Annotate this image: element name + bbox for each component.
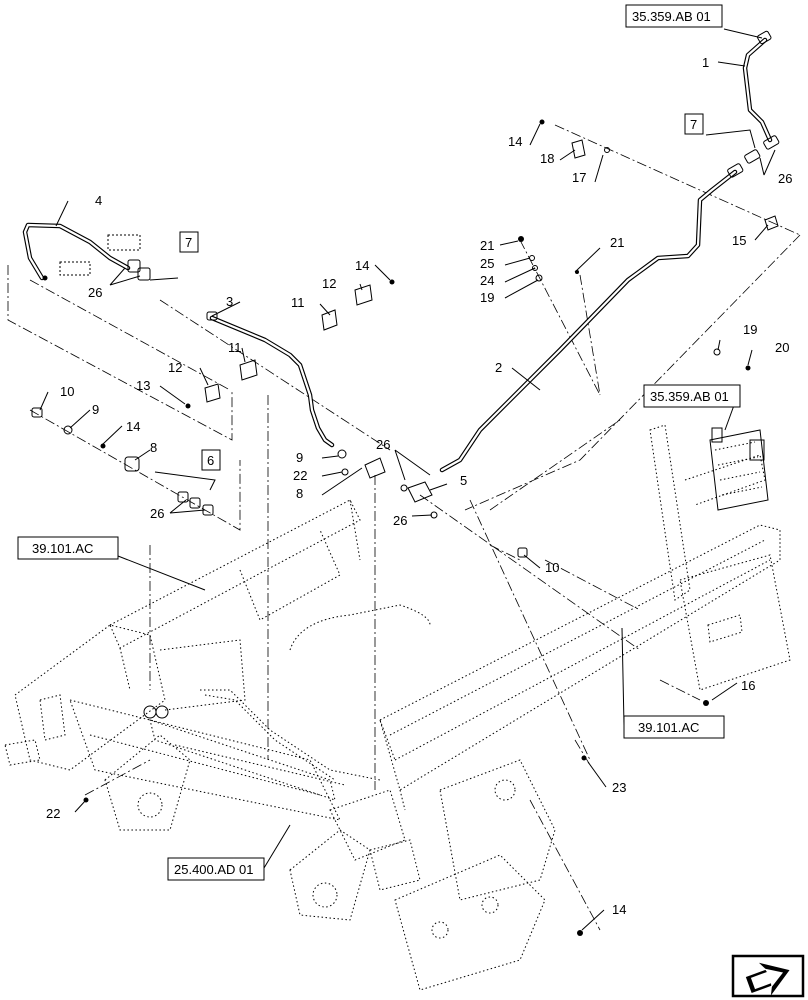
callout-18: 18 (540, 151, 554, 166)
callout-22b: 22 (46, 806, 60, 821)
reference-link-39-101-ac-right[interactable]: 39.101.AC (623, 715, 725, 739)
callout-16: 16 (741, 678, 755, 693)
svg-text:6: 6 (207, 453, 214, 468)
callout-21b: 21 (610, 235, 624, 250)
callout-23: 23 (612, 780, 626, 795)
svg-text:25.400.AD 01: 25.400.AD 01 (174, 862, 254, 877)
callout-15: 15 (732, 233, 746, 248)
callout-12a: 12 (322, 276, 336, 291)
callout-17: 17 (572, 170, 586, 185)
callout-11b: 11 (228, 340, 242, 355)
callout-4: 4 (95, 193, 102, 208)
boxed-callout-7-top: 7 (684, 113, 704, 135)
callout-26a: 26 (778, 171, 792, 186)
callout-2: 2 (495, 360, 502, 375)
callout-8b: 8 (296, 486, 303, 501)
callout-26b: 26 (88, 285, 102, 300)
hydraulic-line-2 (439, 169, 738, 473)
fittings (31, 30, 780, 936)
hydraulic-line-3 (209, 315, 335, 448)
callout-14d: 14 (612, 902, 626, 917)
callout-11a: 11 (291, 295, 305, 310)
callout-5: 5 (460, 473, 467, 488)
callout-10a: 10 (60, 384, 74, 399)
callout-26c: 26 (376, 437, 390, 452)
svg-text:35.359.AB 01: 35.359.AB 01 (650, 389, 729, 404)
callout-1: 1 (702, 55, 709, 70)
chassis-frame (4, 424, 791, 991)
leader-lines (39, 28, 776, 931)
callout-14a: 14 (508, 134, 522, 149)
callout-numbers: 1 2 3 4 5 8 8 9 9 10 10 11 11 12 12 13 1… (46, 55, 792, 917)
reference-link-39-101-ac-left[interactable]: 39.101.AC (17, 536, 119, 560)
callout-20: 20 (775, 340, 789, 355)
callout-26e: 26 (150, 506, 164, 521)
callout-21a: 21 (480, 238, 494, 253)
callout-3: 3 (226, 294, 233, 309)
reference-link-35-359-ab-01-valve[interactable]: 35.359.AB 01 (643, 384, 741, 408)
callout-14c: 14 (126, 419, 140, 434)
callout-8a: 8 (150, 440, 157, 455)
svg-text:7: 7 (690, 117, 697, 132)
reference-link-35-359-ab-01-top[interactable]: 35.359.AB 01 (625, 4, 723, 28)
callout-19a: 19 (480, 290, 494, 305)
hydraulic-line-4 (22, 222, 131, 281)
callout-10b: 10 (545, 560, 559, 575)
callout-24: 24 (480, 273, 494, 288)
callout-14b: 14 (355, 258, 369, 273)
callout-26d: 26 (393, 513, 407, 528)
hydraulic-line-1 (742, 37, 773, 143)
callout-9a: 9 (92, 402, 99, 417)
assembly-lines (7, 124, 801, 931)
svg-text:39.101.AC: 39.101.AC (638, 720, 699, 735)
callout-13: 13 (136, 378, 150, 393)
arrow-next-icon[interactable] (731, 954, 805, 999)
valve-assembly (709, 427, 769, 511)
svg-text:35.359.AB 01: 35.359.AB 01 (632, 9, 711, 24)
svg-text:7: 7 (185, 235, 192, 250)
callout-12b: 12 (168, 360, 182, 375)
callout-25: 25 (480, 256, 494, 271)
reference-link-25-400-ad-01[interactable]: 25.400.AD 01 (167, 857, 265, 881)
callout-9b: 9 (296, 450, 303, 465)
callout-19b: 19 (743, 322, 757, 337)
callout-22a: 22 (293, 468, 307, 483)
boxed-callout-7-left: 7 (179, 231, 199, 253)
svg-text:39.101.AC: 39.101.AC (32, 541, 93, 556)
boxed-callout-6: 6 (201, 449, 221, 471)
